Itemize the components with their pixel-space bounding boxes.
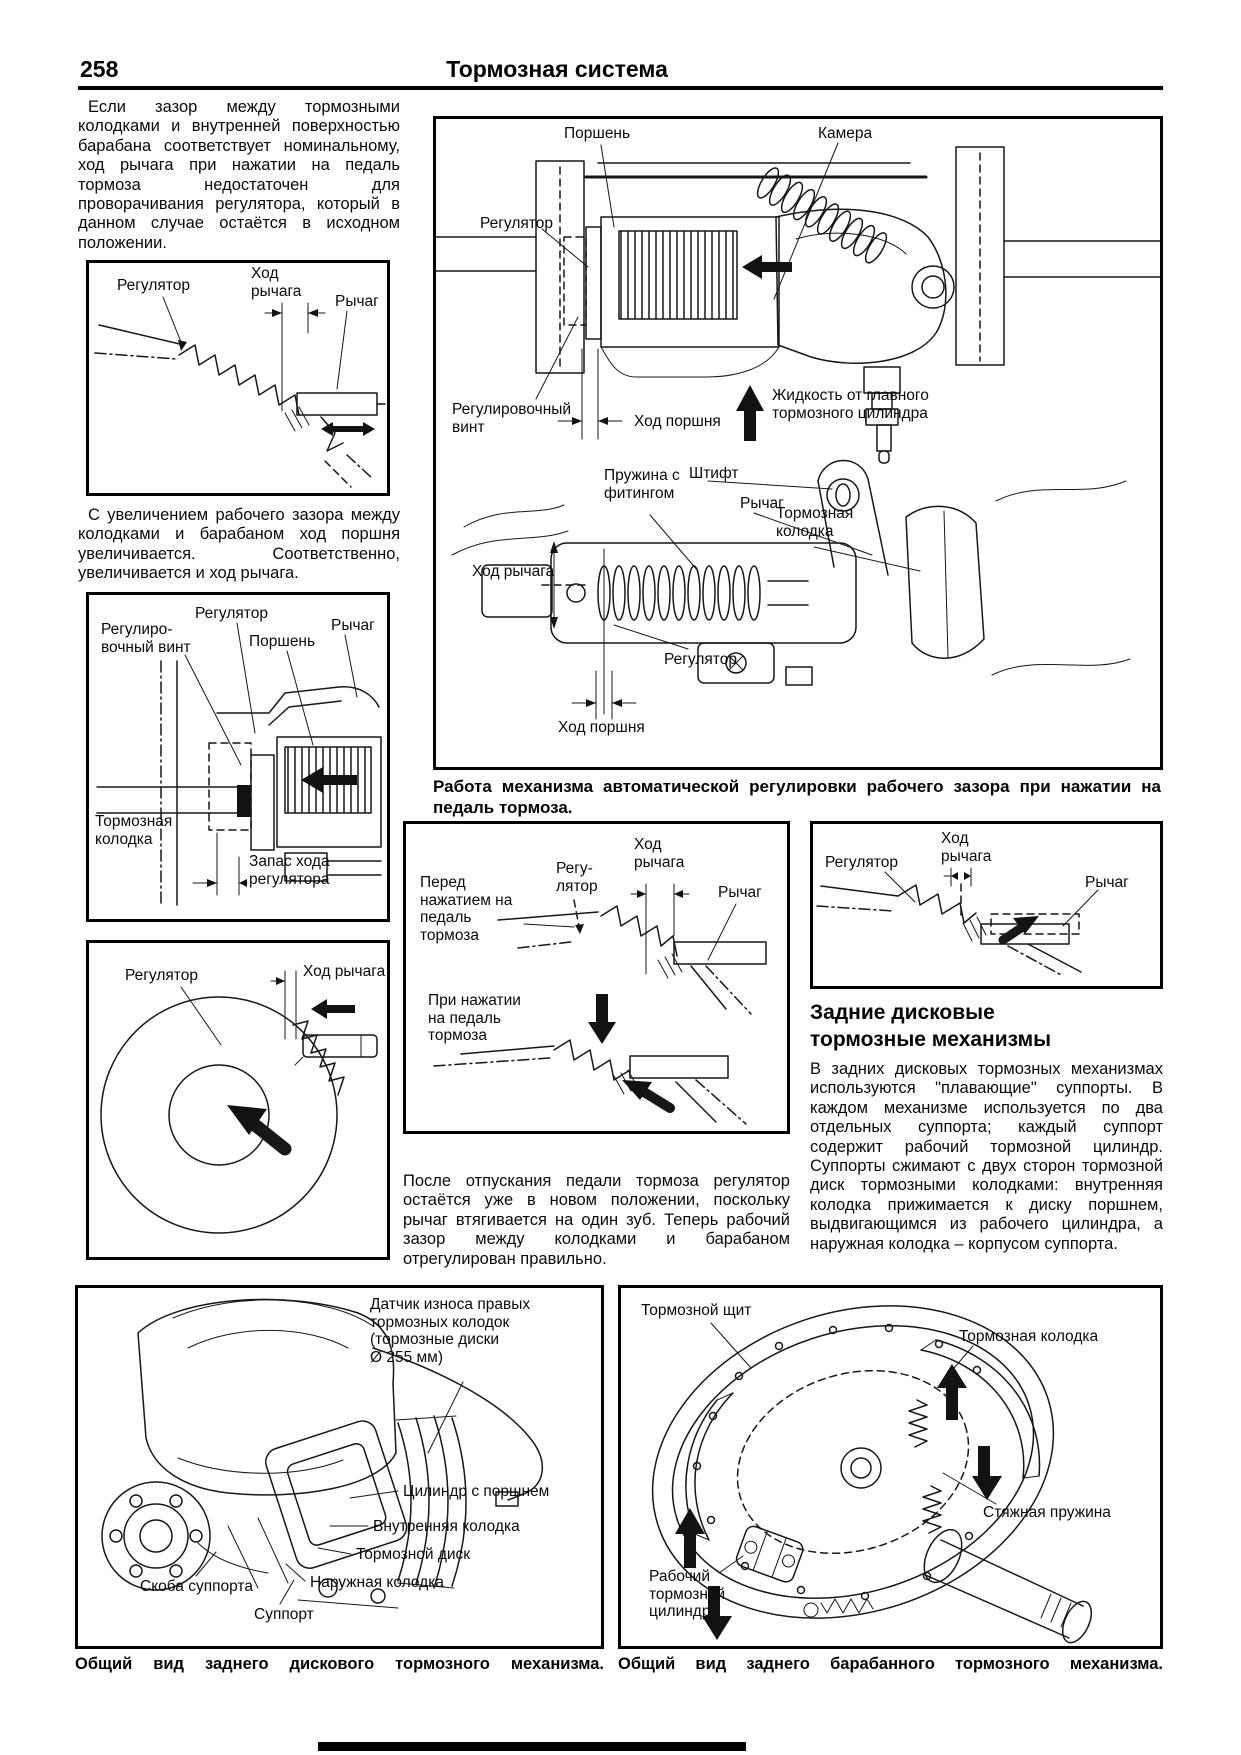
piston-motion-arrow [301,767,357,793]
lever-travel-arrow [311,999,355,1019]
figure-after-release: Ход рычага Регулятор Рычаг [810,821,1163,989]
label-wheel-cylinder: Рабочий тормозной цилиндр [649,1568,726,1620]
leader-arrowhead [178,340,187,351]
return-spring-coil [908,1399,928,1448]
label-regulator: Регу- лятор [556,860,598,895]
label-brake-shoe: Тормозная колодка [959,1328,1099,1345]
lever-motion-arrow [321,422,375,436]
label-lever-travel: Ход рычага [634,836,685,871]
label-pin: Штифт [689,465,739,482]
pedal-press-arrow [588,994,616,1044]
label-piston-travel: Ход поршня [634,413,721,430]
pawl-hatch [657,953,683,979]
figure-cross-section: Регулиро- вочный винт Регулятор Поршень … [86,592,390,922]
label-regulator-reserve: Запас хода регулятора [249,853,330,888]
label-piston: Поршень [564,125,631,142]
label-brake-disc: Тормозной диск [356,1546,471,1563]
label-regulator: Регулятор [125,967,198,984]
label-regulator: Регулятор [117,277,190,294]
piston-arrow [742,255,792,279]
after-release-drawing [816,867,1099,977]
figure-caption-rear-drum: Общий вид заднего барабанного тормозного… [618,1655,1163,1673]
label-backing-plate: Тормозной щит [641,1302,752,1319]
label-brake-shoe: Тормозная колодка [95,813,173,848]
intro-paragraph-2: С увеличением рабочего зазора между коло… [78,506,400,583]
label-lever: Рычаг [1085,874,1129,891]
figure-adjuster-mechanism: Поршень Камера Регулятор Регулировочный … [433,116,1163,770]
fluid-arrow [736,385,764,441]
label-piston: Поршень [249,633,316,650]
figure-before-during: Перед нажатием на педаль тормоза Регу- л… [403,821,790,1134]
cross-section-drawing [96,622,382,906]
rear-drum-drawing [651,1305,1093,1644]
pawl-hatch [284,406,310,432]
rear-disc-paragraph: В задних дисковых тормозных механизмах и… [810,1060,1163,1253]
label-lever-travel: Ход рычага [303,963,386,980]
return-spring [756,167,888,264]
coil-spring [566,565,809,621]
label-regulator-bottom: Регулятор [664,651,737,668]
mechanism-drawing [436,142,1160,720]
hub [101,1481,211,1591]
figure-regulator-disc: Регулятор Ход рычага [86,940,390,1260]
caliper-body [265,1420,408,1569]
intro-paragraph-1: Если зазор между тормозными колодками и … [78,98,400,252]
label-regulator: Регулятор [825,854,898,871]
label-lever-travel: Ход рычага [941,830,992,865]
label-regulator: Регулятор [195,605,268,622]
label-lever-travel: Ход рычага [251,265,302,300]
label-lever: Рычаг [740,495,784,512]
label-lever-travel: Ход рычага [472,563,555,580]
label-fluid-from-master: Жидкость от главного тормозного цилиндра [772,387,929,422]
figure-caption-adjuster: Работа механизма автоматической регулиро… [433,777,1161,817]
after-release-paragraph: После отпускания педали тормоза регулято… [403,1172,790,1268]
wheel-cylinder [735,1525,804,1583]
shoe-motion-arrows [675,1364,1002,1640]
label-lever: Рычаг [718,884,762,901]
rotation-arrow [227,1105,292,1156]
figure-caption-rear-disc: Общий вид заднего дискового тормозного м… [75,1655,604,1673]
one-tooth-arrow [998,916,1039,945]
sensor-cable [372,1347,544,1501]
label-outer-pad: Наружная колодка [310,1574,444,1591]
rear-disc-heading: Задние дисковые тормозные механизмы [810,1001,1052,1051]
label-chamber: Камера [818,125,873,142]
label-lever: Рычаг [331,617,375,634]
disc-drawing [100,970,378,1234]
page-number: 258 [80,56,119,82]
return-spring-coil-2 [922,1485,942,1534]
label-lever: Рычаг [335,293,379,310]
label-before-press: Перед нажатием на педаль тормоза [420,874,513,944]
figure-rear-drum-brake: Тормозной щит Тормозная колодка Стяжная … [618,1285,1163,1649]
label-during-press: При нажатии на педаль тормоза [428,992,521,1044]
label-adjusting-screw: Регулировочный винт [452,401,572,436]
label-inner-pad: Внутренняя колодка [373,1518,520,1535]
page-title: Тормозная система [446,56,668,82]
figure-lever-travel: Регулятор Ход рычага Рычаг [86,260,390,496]
backing-plate [651,1305,1055,1619]
label-spring-with-fitting: Пружина с фитингом [604,467,680,502]
scan-artifact-bar [318,1742,746,1751]
label-cylinder-piston: Цилиндр с поршнем [403,1483,550,1500]
label-wear-sensor: Датчик износа правых тормозных колодок (… [370,1296,531,1366]
label-caliper: Суппорт [254,1606,314,1623]
label-return-spring: Стяжная пружина [983,1504,1111,1521]
label-adjusting-screw: Регулиро- вочный винт [101,621,191,656]
ratchet-drawing [94,296,386,488]
header-rule [78,86,1163,90]
label-caliper-bracket: Скоба суппорта [140,1578,253,1595]
figure-rear-disc-brake: Датчик износа правых тормозных колодок (… [75,1285,604,1649]
before-during-drawing [433,883,767,1125]
rear-disc-drawing [101,1298,544,1609]
label-brake-shoe: Тормозная колодка [776,505,854,540]
regulator-turn-arrow [622,1080,675,1113]
label-piston-travel-bottom: Ход поршня [558,719,645,736]
label-regulator: Регулятор [480,215,553,232]
